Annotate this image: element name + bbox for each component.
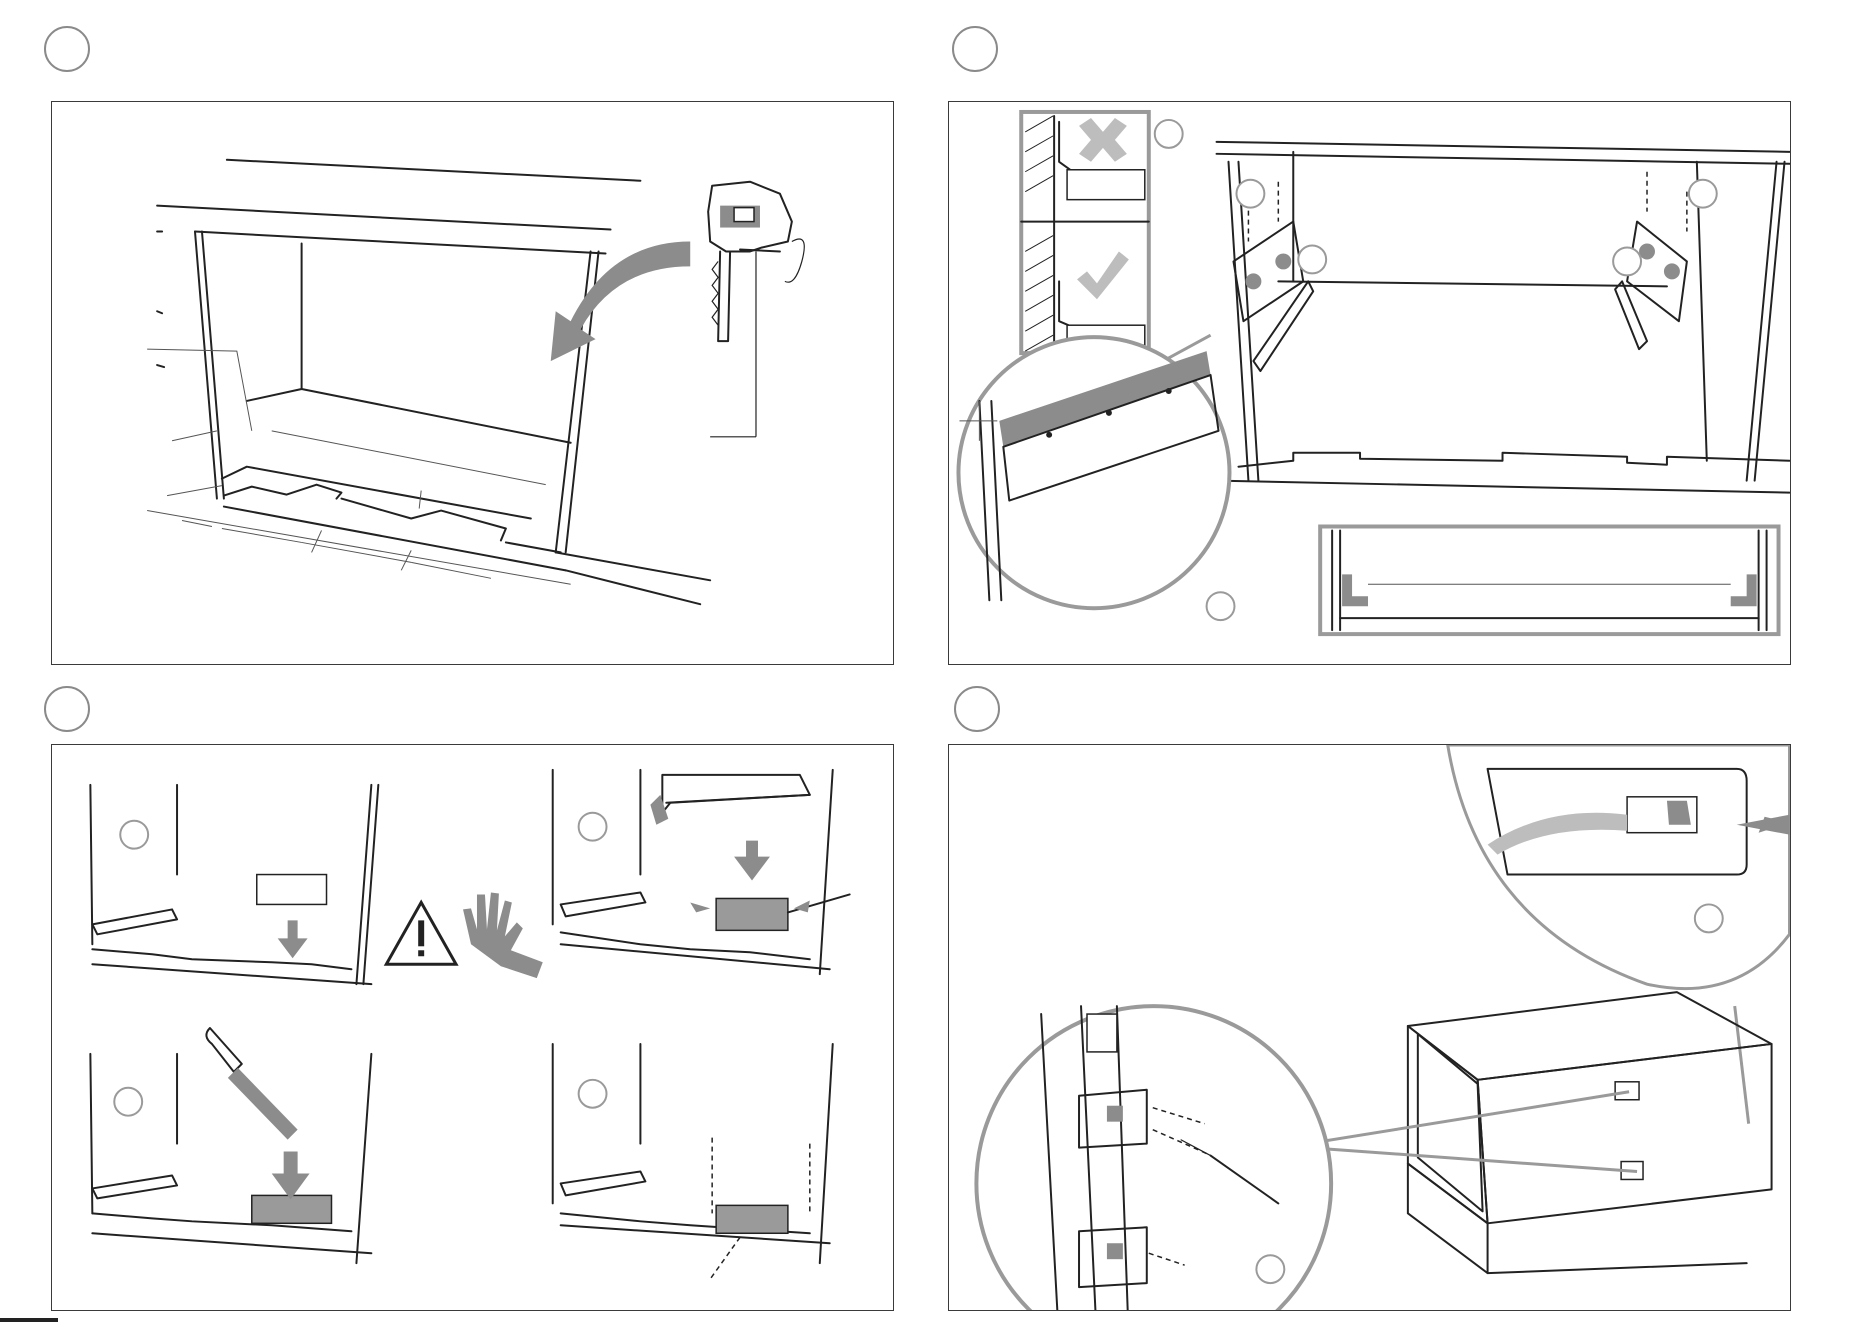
curved-arrow-icon	[551, 242, 691, 362]
substep-b-marker	[579, 813, 607, 841]
cabinet-outline	[157, 160, 710, 604]
substep-c	[90, 1054, 371, 1263]
substep-d-marker	[579, 1080, 607, 1108]
page-footer-mark	[0, 1318, 58, 1322]
substep-c-marker	[114, 1088, 142, 1116]
file-tool-icon	[206, 1028, 297, 1140]
dimension-lines	[147, 349, 570, 584]
detail-b-marker-left	[1236, 180, 1264, 208]
step-4-panel	[948, 744, 1791, 1311]
hacksaw-icon	[650, 775, 809, 825]
appliance-drawer	[1408, 992, 1772, 1273]
step-1-panel	[51, 101, 894, 665]
detail-c-marker-left	[1298, 245, 1326, 273]
connector-detail-marker	[1695, 904, 1723, 932]
step-3-number-circle	[44, 686, 90, 732]
warning-triangle-icon	[386, 902, 456, 964]
wrong-right-detail	[1021, 112, 1149, 353]
jigsaw-icon	[708, 182, 804, 437]
step-4-illustration	[949, 745, 1790, 1310]
hinge-detail-marker	[1256, 1255, 1284, 1283]
step-4-number-circle	[954, 686, 1000, 732]
step-2-panel	[948, 101, 1791, 665]
connector-zoom-callout	[1448, 745, 1790, 989]
step-1-number-circle	[44, 26, 90, 72]
substep-a-marker	[120, 821, 148, 849]
cut-hazard-hand-icon	[463, 892, 543, 978]
step-3-illustration	[52, 745, 893, 1310]
cabinet-width-view	[1320, 526, 1778, 634]
step-3-panel	[51, 744, 894, 1311]
step-1-illustration	[52, 102, 893, 664]
detail-a-marker	[1155, 120, 1183, 148]
step-2-illustration	[949, 102, 1790, 664]
detail-c-marker-right	[1613, 247, 1641, 275]
detail-d-marker	[1207, 592, 1235, 620]
step-2-number-circle	[952, 26, 998, 72]
rail-zoom-callout	[958, 335, 1229, 608]
detail-b-marker-right	[1689, 180, 1717, 208]
substep-a	[90, 785, 378, 984]
